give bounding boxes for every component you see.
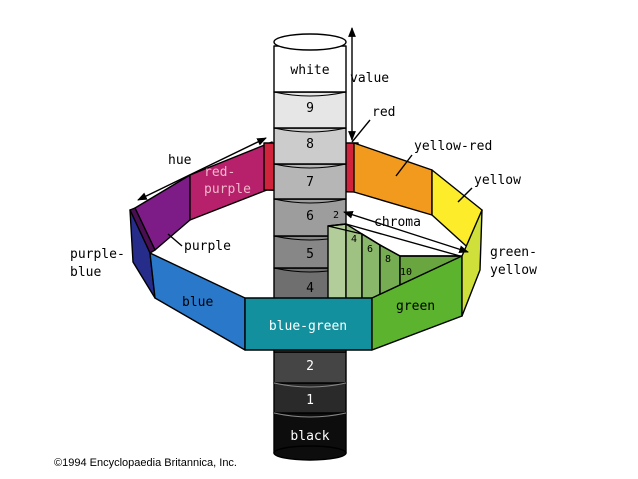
label-red-purple-line2: purple: [204, 182, 251, 197]
label-purple-blue-line1: purple-: [70, 247, 125, 262]
value-label-white: white: [290, 63, 329, 78]
chroma-label-10: 10: [400, 267, 412, 278]
label-purple: purple: [184, 239, 231, 254]
chroma-label-8: 8: [385, 254, 391, 265]
value-label-6: 6: [306, 209, 314, 224]
label-yellow: yellow: [474, 173, 521, 188]
label-green: green: [396, 299, 435, 314]
label-green-yellow-line1: green-: [490, 245, 537, 260]
label-value: value: [350, 71, 389, 86]
chroma-label-6: 6: [367, 244, 373, 255]
value-label-9: 9: [306, 101, 314, 116]
segment-red-purple: [189, 141, 273, 221]
value-label-5: 5: [306, 247, 314, 262]
value-label-black: black: [290, 429, 329, 444]
value-slab-8: [273, 127, 347, 165]
value-slab-white: [273, 45, 347, 93]
label-purple-blue-line2: blue: [70, 265, 101, 280]
chroma-arrow: [343, 210, 469, 254]
ring-front: [129, 209, 483, 351]
value-label-8: 8: [306, 137, 314, 152]
label-green-yellow-line2: yellow: [490, 263, 537, 278]
value-label-4: 4: [306, 281, 314, 296]
label-red-purple-line1: red-: [204, 165, 235, 180]
value-slab-9: [273, 91, 347, 129]
value-label-7: 7: [306, 175, 314, 190]
copyright-notice: ©1994 Encyclopaedia Britannica, Inc.: [54, 457, 237, 469]
value-label-1: 1: [306, 393, 314, 408]
label-yellow-red: yellow-red: [414, 139, 492, 154]
chroma-label-4: 4: [351, 234, 357, 245]
label-chroma: chroma: [374, 215, 421, 230]
chroma-step-2: [327, 223, 347, 301]
chroma-label-2: 2: [333, 210, 339, 221]
hue-arrow: [137, 137, 267, 201]
value-label-2: 2: [306, 359, 314, 374]
label-blue: blue: [182, 295, 213, 310]
label-red: red: [372, 105, 395, 120]
segment-green-yellow: [461, 209, 483, 317]
axis-annotations: value hue chroma: [137, 27, 469, 254]
column-top: [273, 33, 347, 51]
label-blue-green: blue-green: [269, 319, 347, 334]
label-hue: hue: [168, 153, 192, 168]
